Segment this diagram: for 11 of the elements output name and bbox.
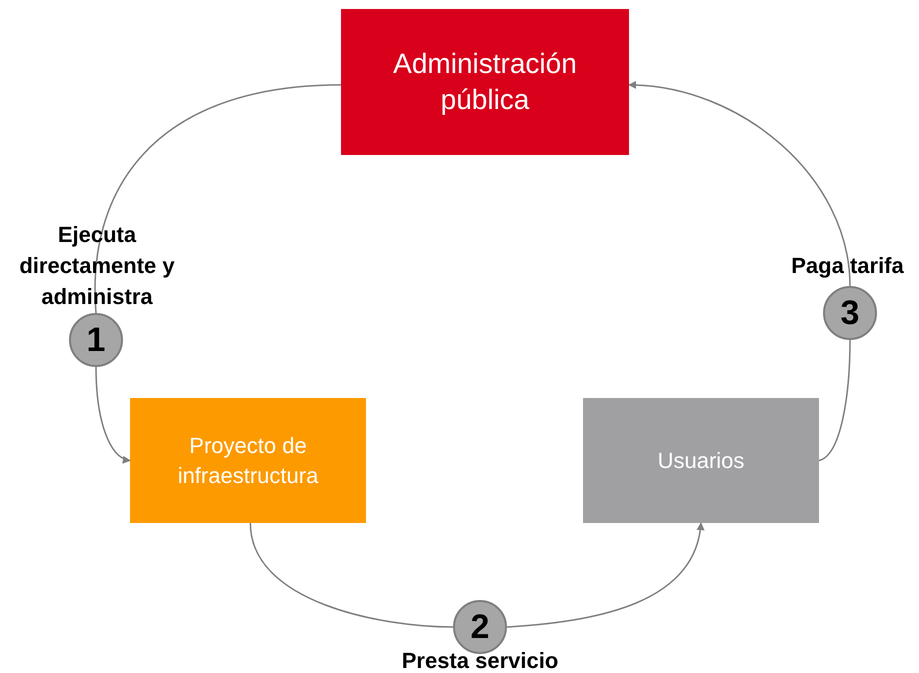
- connector-line: [250, 522, 454, 628]
- connector-line: [818, 340, 851, 462]
- step-label: Paga tarifa: [790, 252, 905, 280]
- connector-line: [94, 84, 342, 314]
- process-box: Usuarios: [583, 398, 819, 523]
- step-label: Ejecuta directamente y administra: [18, 221, 176, 311]
- arrow: [95, 366, 131, 463]
- process-box: Proyecto de infraestructura: [130, 398, 366, 523]
- arrow: [506, 522, 704, 628]
- arrow: [628, 81, 851, 286]
- process-box: Administración pública: [341, 9, 629, 155]
